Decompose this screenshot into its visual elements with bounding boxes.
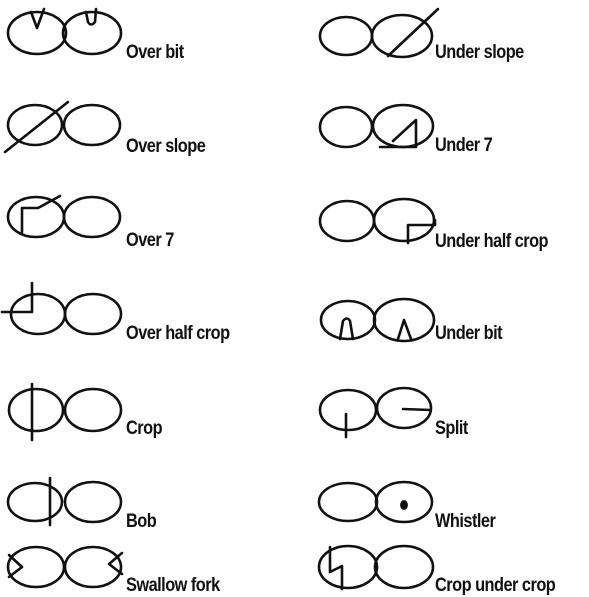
right-ear-shape xyxy=(63,545,123,589)
label-split: Split xyxy=(435,418,468,439)
right-ear-shape xyxy=(371,103,435,149)
left-ear-shape xyxy=(6,195,66,239)
crop-under-crop-cut xyxy=(328,545,344,591)
label-under-bit: Under bit xyxy=(435,323,503,344)
swallow-fork-mark xyxy=(6,545,124,589)
slope-cut xyxy=(386,7,440,58)
under-half-crop-mark xyxy=(318,197,437,245)
left-ear-shape xyxy=(317,481,379,523)
label-whistler: Whistler xyxy=(435,511,496,532)
right-ear-shape xyxy=(372,197,436,243)
crop-mark xyxy=(7,382,123,442)
left-ear-shape xyxy=(6,10,68,56)
bit-notch xyxy=(84,7,98,26)
over-bit-mark xyxy=(6,7,123,56)
right-ear-shape xyxy=(63,292,123,336)
label-under-slope: Under slope xyxy=(435,42,524,63)
left-ear-shape xyxy=(317,544,379,590)
right-ear-shape xyxy=(62,103,122,147)
bit-notch xyxy=(29,7,46,30)
left-ear-shape xyxy=(6,103,64,147)
seven-cut xyxy=(378,118,418,149)
fork-cut xyxy=(107,551,124,576)
over-slope-mark xyxy=(3,100,122,154)
label-over-slope: Over slope xyxy=(126,136,206,157)
label-over-7: Over 7 xyxy=(126,230,174,251)
left-ear-shape xyxy=(318,199,376,243)
label-over-half-crop: Over half crop xyxy=(126,323,230,344)
right-ear-shape xyxy=(63,480,123,524)
label-under-half-crop: Under half crop xyxy=(435,231,549,252)
under-7-mark xyxy=(318,103,435,149)
label-crop: Crop xyxy=(126,418,163,439)
label-swallow-fork: Swallow fork xyxy=(126,575,220,596)
bit-notch xyxy=(396,318,413,341)
slope-cut xyxy=(3,100,70,154)
right-ear-shape xyxy=(63,387,123,433)
left-ear-shape xyxy=(318,105,374,149)
crop-under-crop-mark xyxy=(317,544,435,591)
label-over-bit: Over bit xyxy=(126,42,184,63)
under-slope-mark xyxy=(318,7,440,59)
left-ear-shape xyxy=(9,292,67,336)
right-ear-shape xyxy=(370,13,434,59)
label-bob: Bob xyxy=(126,511,157,532)
bob-mark xyxy=(6,476,123,527)
fork-cut xyxy=(7,553,24,579)
split-mark xyxy=(318,386,433,439)
half-crop-cut xyxy=(0,281,34,314)
split-cut xyxy=(401,407,432,412)
label-under-7: Under 7 xyxy=(435,135,493,156)
over-7-mark xyxy=(6,194,122,239)
half-crop-cut xyxy=(406,218,437,245)
right-ear-shape xyxy=(374,480,434,524)
label-crop-under-crop: Crop under crop xyxy=(435,575,556,596)
left-ear-shape xyxy=(6,545,66,589)
left-ear-shape xyxy=(318,15,374,57)
whistler-mark xyxy=(317,480,434,524)
right-ear-shape xyxy=(61,10,123,56)
bit-notch xyxy=(338,317,355,341)
whistler-hole xyxy=(400,500,408,510)
right-ear-shape xyxy=(375,386,433,430)
right-ear-shape xyxy=(372,297,436,343)
right-ear-shape xyxy=(373,544,435,590)
left-ear-shape xyxy=(318,388,378,432)
left-ear-shape xyxy=(7,387,65,433)
seven-cut xyxy=(20,194,62,234)
right-ear-shape xyxy=(62,195,122,239)
under-bit-mark xyxy=(319,297,436,343)
left-ear-shape xyxy=(6,481,64,523)
over-half-crop-mark xyxy=(0,281,123,336)
